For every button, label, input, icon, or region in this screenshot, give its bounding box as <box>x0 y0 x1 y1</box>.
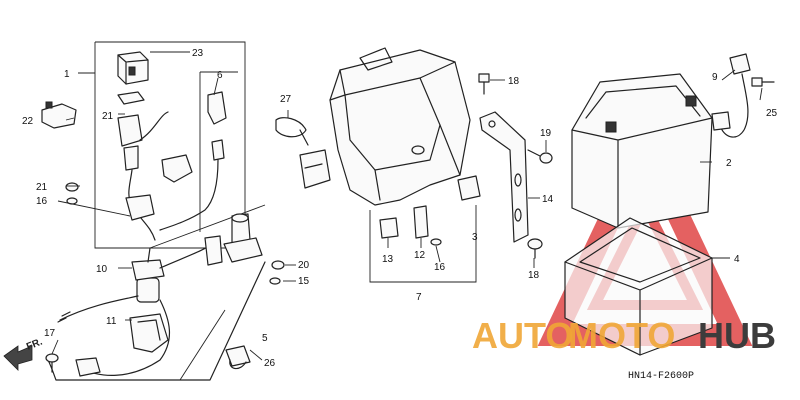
battery-part <box>571 73 713 229</box>
bolt-17-part <box>45 339 59 373</box>
callout-18-bottom: 18 <box>528 270 540 281</box>
callout-14: 12 <box>414 250 426 261</box>
callout-26: 27 <box>280 94 292 105</box>
callout-10: 10 <box>96 264 108 275</box>
callout-19: 19 <box>540 128 552 139</box>
bracket-13-part <box>479 111 529 243</box>
callout-11: 11 <box>106 316 117 327</box>
clamp-25-part <box>225 345 251 370</box>
battery-cover-part <box>564 217 713 356</box>
relay-rubber-part <box>117 91 145 105</box>
callout-13: 14 <box>542 194 554 205</box>
callout-25: 26 <box>264 358 276 369</box>
battery-box-part <box>299 47 471 206</box>
leader-lines <box>65 69 763 361</box>
clip-26-part <box>275 117 309 146</box>
front-label: FR. <box>25 336 44 352</box>
front-direction-arrow: FR. <box>3 336 44 371</box>
nut-right-part <box>269 260 285 285</box>
callout-24: 22 <box>22 116 34 127</box>
callout-20: 16 <box>434 262 446 273</box>
callout-7: 6 <box>217 70 223 81</box>
callout-6: 5 <box>262 333 268 344</box>
battery-cable-9-part <box>711 53 751 138</box>
watermark-auto: AUTO <box>472 315 573 356</box>
callout-4: 4 <box>734 254 740 265</box>
callout-17: 17 <box>44 328 56 339</box>
callout-3: 3 <box>472 232 478 243</box>
callout-2: 2 <box>726 158 732 169</box>
bolt-18-top-part <box>478 73 490 95</box>
callout-21-left: 21 <box>36 182 48 193</box>
callout-12: 7 <box>416 292 422 303</box>
sub-harness-part <box>117 71 238 241</box>
watermark-hub: HUB <box>698 315 776 356</box>
connector-24-part <box>41 101 77 129</box>
callout-9: 9 <box>712 72 718 83</box>
starter-relay-boot-part <box>129 313 169 353</box>
nut-left-part <box>57 182 131 217</box>
battery-cables-part <box>47 213 266 381</box>
callout-16-right: 15 <box>298 276 310 287</box>
callouts: 1 23 6 22 21 21 16 27 10 11 17 5 26 20 1… <box>22 48 778 369</box>
small-parts-12-group <box>369 205 477 283</box>
callout-5: 1 <box>64 69 70 80</box>
callout-27: 23 <box>192 48 204 59</box>
callout-21-right: 20 <box>298 260 310 271</box>
relay-part <box>117 51 190 85</box>
watermark-logo: AUTO MOTO HUB <box>472 315 776 356</box>
rubber-3-part <box>457 175 481 201</box>
callout-18-top: 18 <box>508 76 520 87</box>
bolt-18-bottom-part <box>527 238 543 259</box>
bolt-22-part <box>751 77 775 87</box>
bolt-19-part <box>527 149 553 164</box>
callout-15: 13 <box>382 254 394 265</box>
callout-23: 21 <box>102 111 114 122</box>
diagram-code: HN14-F2600P <box>628 371 694 382</box>
callout-22: 25 <box>766 108 778 119</box>
callout-16-left: 16 <box>36 196 48 207</box>
watermark-moto: MOTO <box>568 315 675 356</box>
starter-relay-part <box>118 247 165 303</box>
